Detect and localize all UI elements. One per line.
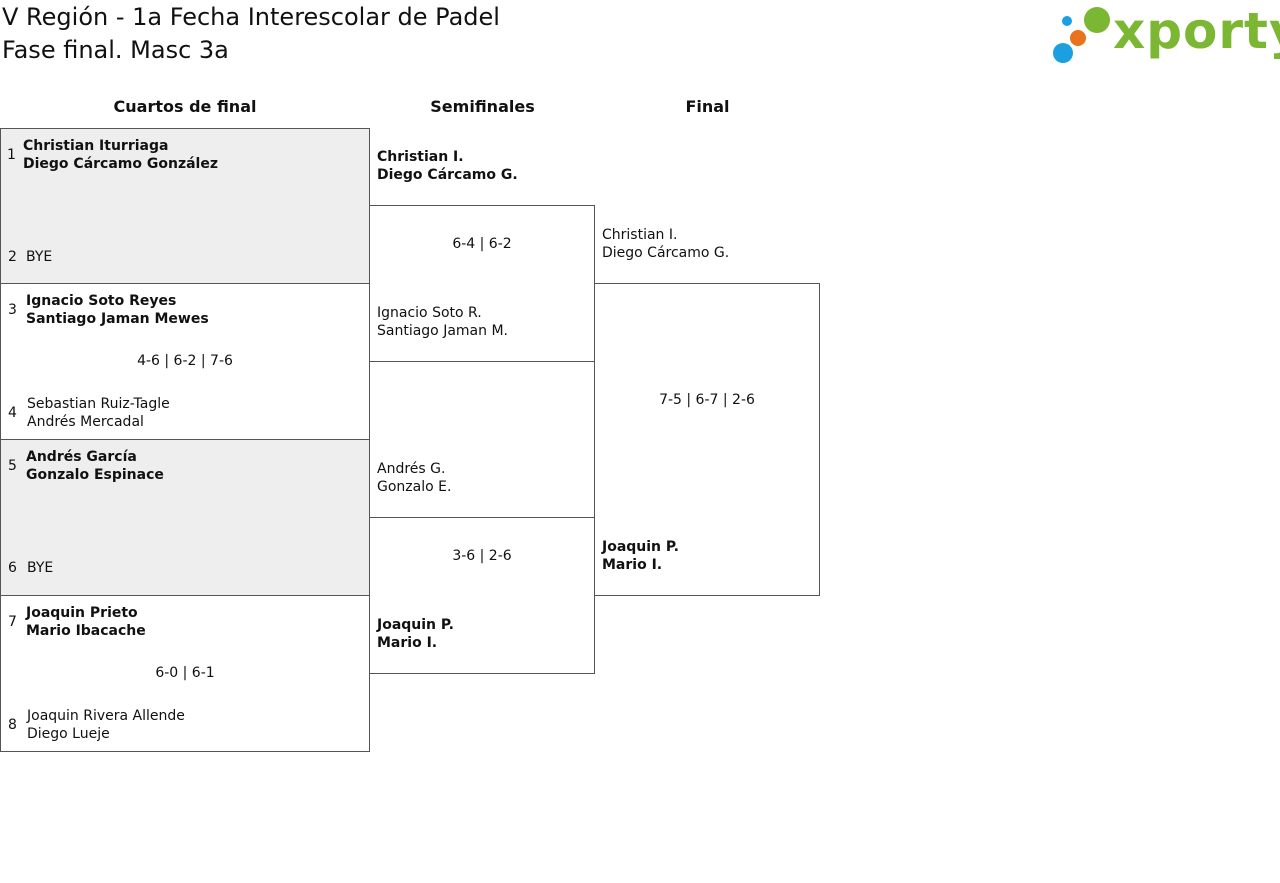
quarterfinal-match-4: 7 Joaquin Prieto Mario Ibacache 6-0 | 6-…	[0, 595, 370, 752]
player-name: Joaquin P.	[377, 617, 454, 633]
logo-dots-icon	[1053, 7, 1110, 63]
player-name: BYE	[26, 249, 53, 265]
match-score: 4-6 | 6-2 | 7-6	[137, 353, 233, 369]
match-score: 6-0 | 6-1	[155, 665, 215, 681]
match-score: 6-4 | 6-2	[452, 236, 512, 252]
player-name: Gonzalo E.	[377, 479, 452, 495]
team-entry: Christian I. Diego Cárcamo G.	[377, 148, 518, 184]
player-name: Ignacio Soto R.	[377, 305, 482, 321]
seed-number: 2	[8, 249, 17, 265]
semifinal-match-2: 3-6 | 2-6 Joaquin P. Mario I.	[369, 517, 595, 674]
player-name: Joaquin P.	[602, 539, 679, 555]
player-name: Christian I.	[602, 227, 678, 243]
seed-number: 8	[8, 717, 17, 733]
player-name: Christian I.	[377, 149, 464, 165]
player-name: Christian Iturriaga	[23, 138, 169, 154]
player-name: Sebastian Ruiz-Tagle	[27, 396, 170, 412]
xporty-logo: xporty	[1050, 2, 1280, 66]
player-name: Joaquin Prieto	[26, 605, 138, 621]
round-semifinals-title: Semifinales	[430, 97, 535, 116]
page-subtitle: Fase final. Masc 3a	[2, 36, 229, 64]
player-name: Joaquin Rivera Allende	[27, 708, 185, 724]
bye-entry: BYE	[27, 559, 53, 577]
player-name: Diego Cárcamo González	[23, 156, 218, 172]
team-entry: Christian Iturriaga Diego Cárcamo Gonzál…	[23, 137, 218, 173]
final-match: 7-5 | 6-7 | 2-6 Joaquin P. Mario I.	[594, 283, 820, 596]
seed-number: 7	[8, 614, 17, 630]
player-name: Andrés García	[26, 449, 137, 465]
logo-wordmark: xporty	[1113, 2, 1280, 60]
quarterfinal-match-1: 1 Christian Iturriaga Diego Cárcamo Gonz…	[0, 128, 370, 284]
round-final-title: Final	[685, 97, 730, 116]
player-name: Mario I.	[377, 635, 438, 651]
player-name: Mario I.	[602, 557, 663, 573]
quarterfinal-match-2: 3 Ignacio Soto Reyes Santiago Jaman Mewe…	[0, 283, 370, 440]
team-entry: Joaquin P. Mario I.	[377, 616, 454, 652]
player-name: Diego Cárcamo G.	[377, 167, 518, 183]
team-entry: Andrés García Gonzalo Espinace	[26, 448, 164, 484]
player-name: BYE	[27, 560, 54, 576]
team-entry: Christian I. Diego Cárcamo G.	[602, 226, 729, 262]
player-name: Diego Cárcamo G.	[602, 245, 730, 261]
player-name: Ignacio Soto Reyes	[26, 293, 177, 309]
round-quarterfinals-title: Cuartos de final	[113, 97, 257, 116]
player-name: Mario Ibacache	[26, 623, 146, 639]
player-name: Andrés Mercadal	[27, 414, 144, 430]
player-name: Gonzalo Espinace	[26, 467, 164, 483]
player-name: Andrés G.	[377, 461, 446, 477]
quarterfinal-match-3: 5 Andrés García Gonzalo Espinace 6 BYE	[0, 439, 370, 596]
player-name: Santiago Jaman M.	[377, 323, 508, 339]
seed-number: 5	[8, 458, 17, 474]
player-name: Diego Lueje	[27, 726, 110, 742]
seed-number: 3	[8, 302, 17, 318]
team-entry: Ignacio Soto R. Santiago Jaman M.	[377, 304, 508, 340]
match-score: 3-6 | 2-6	[452, 548, 512, 564]
team-entry: Andrés G. Gonzalo E.	[377, 460, 451, 496]
team-entry: Ignacio Soto Reyes Santiago Jaman Mewes	[26, 292, 209, 328]
team-entry: Sebastian Ruiz-Tagle Andrés Mercadal	[27, 395, 170, 431]
bye-entry: BYE	[26, 248, 52, 266]
semifinal-match-1: 6-4 | 6-2 Ignacio Soto R. Santiago Jaman…	[369, 205, 595, 362]
match-score: 7-5 | 6-7 | 2-6	[659, 392, 755, 408]
team-entry: Joaquin Prieto Mario Ibacache	[26, 604, 146, 640]
seed-number: 6	[8, 560, 17, 576]
player-name: Santiago Jaman Mewes	[26, 311, 209, 327]
team-entry: Joaquin P. Mario I.	[602, 538, 679, 574]
seed-number: 1	[7, 147, 16, 163]
page-title: V Región - 1a Fecha Interescolar de Pade…	[2, 3, 500, 31]
seed-number: 4	[8, 405, 17, 421]
team-entry: Joaquin Rivera Allende Diego Lueje	[27, 707, 185, 743]
